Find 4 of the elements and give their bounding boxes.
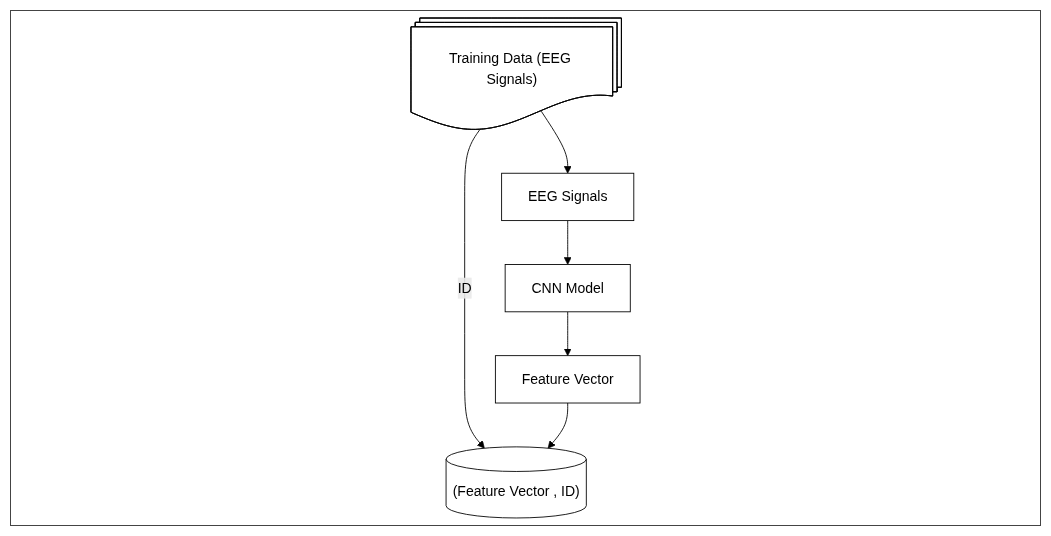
node-box: CNN Model [504,264,631,313]
edge-label: ID [457,280,472,296]
node-box: EEG Signals [501,172,635,222]
node-box: Feature Vector [494,355,641,404]
